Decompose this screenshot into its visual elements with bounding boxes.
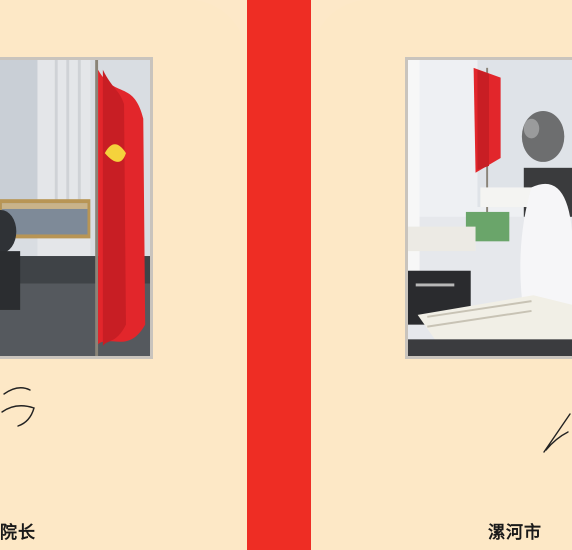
portrait-photo-right	[405, 57, 572, 359]
portrait-photo-left	[0, 57, 153, 359]
signature-left	[1, 387, 35, 427]
red-divider	[247, 0, 311, 550]
signature-right	[543, 413, 571, 453]
caption-right: 漯河市	[488, 523, 542, 543]
caption-left: 院长	[0, 523, 36, 543]
